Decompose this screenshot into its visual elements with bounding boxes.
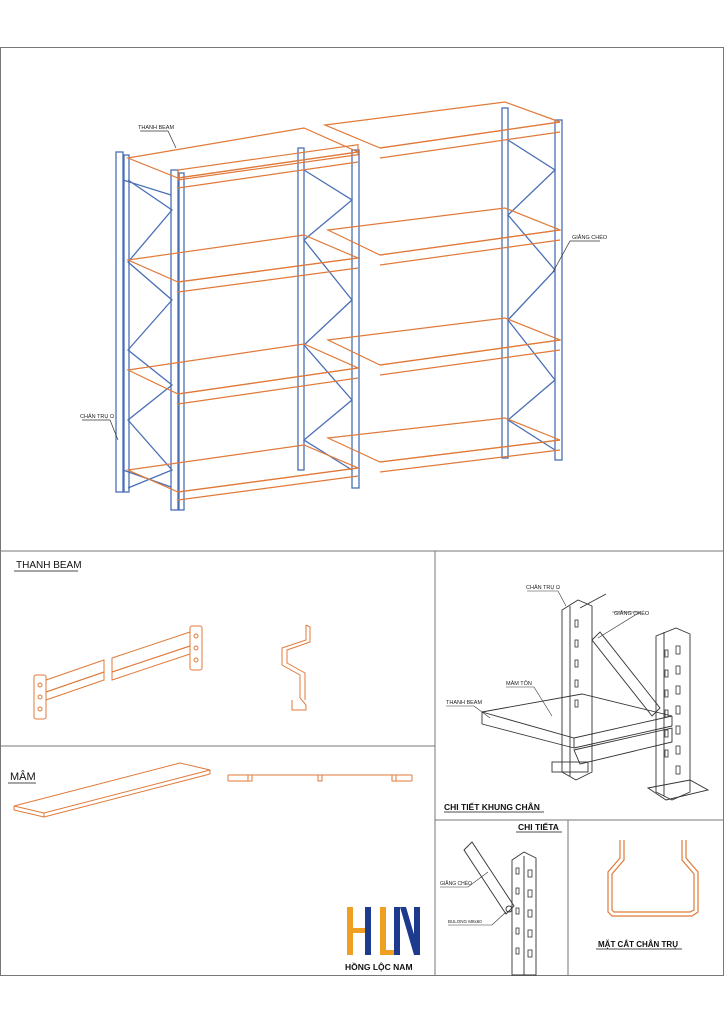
detail-a-label-giang-cheo: GIẰNG CHÉO (440, 879, 472, 887)
right-rack-shelves (322, 101, 563, 473)
logo-name: HỒNG LỘC NAM (345, 961, 413, 972)
frame-holes (574, 619, 681, 775)
detail-label-chan-tru: CHÂN TRỤ Ω (526, 584, 560, 591)
sheet-borders (0, 47, 724, 976)
right-rack-uprights (501, 107, 563, 461)
label-giang-cheo: GIẰNG CHÉO (572, 233, 608, 241)
label-thanh-beam: THANH BEAM (138, 125, 174, 131)
section-title-beam: THANH BEAM (16, 560, 82, 571)
frame-detail-leaders (446, 590, 642, 719)
tray-drawing (13, 762, 413, 818)
left-rack-shelves (125, 127, 361, 501)
section-cut: MẶT CẮT CHÂN TRỤ (596, 840, 699, 950)
detail-a-section: CHI TIẾTA GIẰNG CHÉO BULONG M8x60 (440, 822, 562, 976)
detail-a-label-bulong: BULONG M8x60 (448, 919, 482, 924)
detail-label-thanh-beam: THANH BEAM (446, 700, 482, 706)
upright-section-drawing (607, 840, 699, 917)
left-rack-uprights (115, 147, 360, 511)
company-logo: HỒNG LỘC NAM (345, 907, 420, 972)
detail-a-drawing (463, 841, 537, 976)
detail-label-mam-ton: MÂM TÔN (506, 680, 532, 687)
section-title-detail-a: CHI TIẾTA (518, 822, 559, 832)
frame-detail-drawing (481, 593, 710, 801)
tray-section: MÂM (8, 762, 413, 818)
logo-mark (347, 907, 420, 955)
detail-a-leaders (440, 871, 507, 926)
label-chan-tru: CHÂN TRỤ Ω (80, 413, 114, 420)
frame-detail-section: CHÂN TRỤ Ω GIẰNG CHÉO MÂM TÔN THANH BEAM… (444, 584, 710, 813)
section-title-mam: MÂM (10, 770, 36, 783)
section-title-mat-cat: MẶT CẮT CHÂN TRỤ (598, 940, 678, 949)
leader-lines (82, 130, 600, 441)
detail-a-holes (515, 867, 533, 958)
beam-section: THANH BEAM (14, 560, 311, 720)
section-title-frame-detail: CHI TIẾT KHUNG CHÂN (444, 801, 540, 812)
detail-label-giang-cheo: GIẰNG CHÉO (614, 609, 650, 617)
main-rack-drawing: THANH BEAM GIẰNG CHÉO CHÂN TRỤ Ω (80, 101, 608, 511)
beam-drawing (33, 624, 311, 720)
